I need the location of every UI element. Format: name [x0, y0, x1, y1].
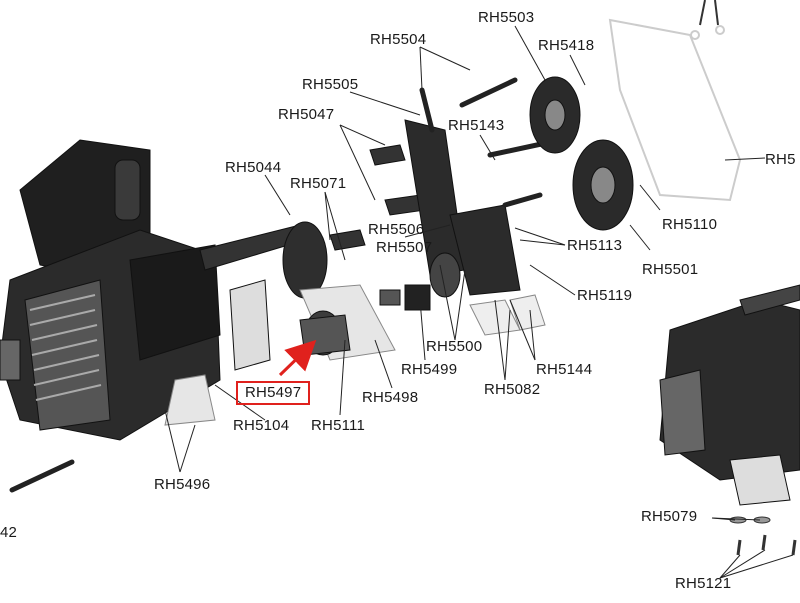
label-rh5501: RH5501 [642, 261, 699, 278]
engine-left [0, 139, 221, 441]
label-rh5110: RH5110 [662, 216, 718, 233]
clutch-plate [379, 119, 546, 336]
leader-lines [164, 25, 794, 579]
label-rh5500: RH5500 [426, 338, 483, 355]
label-rh5047: RH5047 [278, 106, 335, 123]
shaft-parts [164, 144, 426, 426]
label-rh5497-highlighted: RH5497 [235, 381, 311, 405]
small-hardware [729, 516, 797, 556]
label-rh5121: RH5121 [675, 575, 732, 592]
highlight-arrow [278, 339, 317, 377]
label-rh5504: RH5504 [370, 31, 427, 48]
label-rh5507: RH5507 [376, 239, 433, 256]
label-rh5418: RH5418 [538, 37, 595, 54]
faded-cover [608, 0, 742, 202]
label-rh5503: RH5503 [478, 9, 535, 26]
label-rh5104: RH5104 [233, 417, 290, 434]
engine-right [659, 284, 800, 506]
label-rh5506: RH5506 [368, 221, 425, 238]
label-rh5498: RH5498 [362, 389, 419, 406]
label-rh5143: RH5143 [448, 117, 505, 134]
label-rh5071: RH5071 [290, 175, 347, 192]
label-partial-right: RH5 [765, 151, 796, 168]
label-rh5079: RH5079 [641, 508, 698, 525]
label-rh5119: RH5119 [577, 287, 633, 304]
label-rh5111: RH5111 [311, 417, 366, 434]
label-rh5113: RH5113 [567, 237, 623, 254]
label-rh5496: RH5496 [154, 476, 211, 493]
label-partial-left: 42 [0, 524, 18, 541]
label-rh5044: RH5044 [225, 159, 282, 176]
label-rh5082: RH5082 [484, 381, 541, 398]
label-rh5505: RH5505 [302, 76, 359, 93]
spur-gears [529, 76, 634, 231]
label-rh5144: RH5144 [536, 361, 593, 378]
label-rh5499: RH5499 [401, 361, 458, 378]
